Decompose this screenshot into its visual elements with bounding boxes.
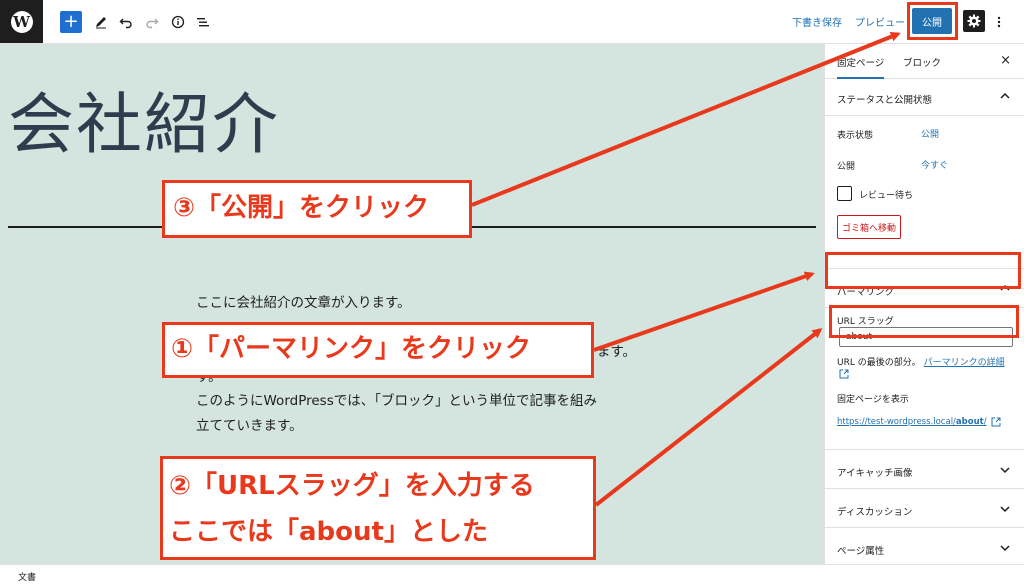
visibility-label: 表示状態 xyxy=(837,131,874,141)
settings-button[interactable] xyxy=(963,10,985,32)
chevron-down-icon xyxy=(1000,506,1010,513)
page-url-link[interactable]: https://test-wordpress.local/about/ xyxy=(837,417,987,427)
paragraph-line: 立てていきます。 xyxy=(196,417,303,434)
featured-image-title: アイキャッチ画像 xyxy=(837,468,913,479)
status-panel-title: ステータスと公開状態 xyxy=(837,95,933,106)
permalink-highlight-box xyxy=(825,252,1021,289)
add-block-button[interactable]: + xyxy=(60,11,82,33)
url-slug-label: URL スラッグ xyxy=(837,317,894,327)
undo-icon[interactable] xyxy=(116,12,136,32)
status-panel-body: 表示状態 公開 公開 今すぐ レビュー待ち ゴミ箱へ移動 xyxy=(825,116,1024,269)
permalink-help-link[interactable]: パーマリンクの詳細 xyxy=(923,358,1005,368)
redo-icon[interactable] xyxy=(142,12,162,32)
page-attributes-title: ページ属性 xyxy=(837,546,885,557)
permalink-panel-title: パーマリンク xyxy=(837,287,895,298)
slug-help-text: URL の最後の部分。 パーマリンクの詳細 xyxy=(837,358,1005,368)
editor-statusbar: 文書 xyxy=(0,564,1024,586)
preview-button[interactable]: プレビュー xyxy=(855,18,905,29)
discussion-title: ディスカッション xyxy=(837,507,913,518)
publish-button[interactable]: 公開 xyxy=(912,8,952,34)
paragraph-line: ここに会社紹介の文章が入ります。 xyxy=(196,295,411,311)
external-link-icon xyxy=(991,417,1001,427)
publish-date-value[interactable]: 今すぐ xyxy=(921,161,949,171)
publish-date-label: 公開 xyxy=(837,162,856,172)
settings-sidebar: 固定ページ ブロック × ステータスと公開状態 表示状態 公開 公開 今すぐ レ… xyxy=(824,44,1024,567)
featured-image-panel-header[interactable]: アイキャッチ画像 xyxy=(825,450,1024,489)
wordpress-logo-icon: W xyxy=(10,10,33,33)
publish-highlight-box xyxy=(907,2,958,40)
close-sidebar-icon[interactable]: × xyxy=(1000,53,1011,68)
chevron-up-icon xyxy=(1000,92,1010,99)
gear-icon xyxy=(967,14,981,28)
pen-tool-icon[interactable] xyxy=(91,12,111,32)
step2-line2: ここでは「about」とした xyxy=(169,517,488,547)
more-options-icon[interactable] xyxy=(993,12,1005,32)
move-to-trash-button[interactable]: ゴミ箱へ移動 xyxy=(837,215,901,239)
info-icon[interactable] xyxy=(168,12,188,32)
editor-toolbar: W + 下書き保存 プレビュー 公開 xyxy=(0,0,1024,44)
tab-block[interactable]: ブロック xyxy=(903,58,942,69)
view-page-label: 固定ページを表示 xyxy=(837,395,909,405)
wordpress-logo-button[interactable]: W xyxy=(0,0,43,43)
visibility-value[interactable]: 公開 xyxy=(921,130,940,140)
step1-callout: ①「パーマリンク」をクリック xyxy=(162,322,594,378)
chevron-down-icon xyxy=(1000,545,1010,552)
discussion-panel-header[interactable]: ディスカッション xyxy=(825,489,1024,528)
list-view-icon[interactable] xyxy=(193,12,213,32)
pending-review-label: レビュー待ち xyxy=(859,191,914,201)
sidebar-tabs: 固定ページ ブロック × xyxy=(825,44,1024,79)
status-panel-header[interactable]: ステータスと公開状態 xyxy=(825,79,1024,116)
step2-callout: ②「URLスラッグ」を入力する ここでは「about」とした xyxy=(160,456,596,560)
paragraph-line: このようにWordPressでは、「ブロック」という単位で記事を組み xyxy=(196,393,597,409)
page-title[interactable]: 会社紹介 xyxy=(8,86,280,163)
save-draft-button[interactable]: 下書き保存 xyxy=(792,18,842,29)
chevron-down-icon xyxy=(1000,467,1010,474)
page-attributes-panel-header[interactable]: ページ属性 xyxy=(825,528,1024,567)
pending-review-checkbox[interactable] xyxy=(837,186,852,201)
step3-callout: ③「公開」をクリック xyxy=(162,180,472,238)
tab-page[interactable]: 固定ページ xyxy=(837,55,885,79)
slug-highlight-box xyxy=(829,305,1019,338)
breadcrumb-document[interactable]: 文書 xyxy=(18,573,37,583)
step2-line1: ②「URLスラッグ」を入力する xyxy=(169,471,535,501)
external-link-icon xyxy=(839,369,849,379)
